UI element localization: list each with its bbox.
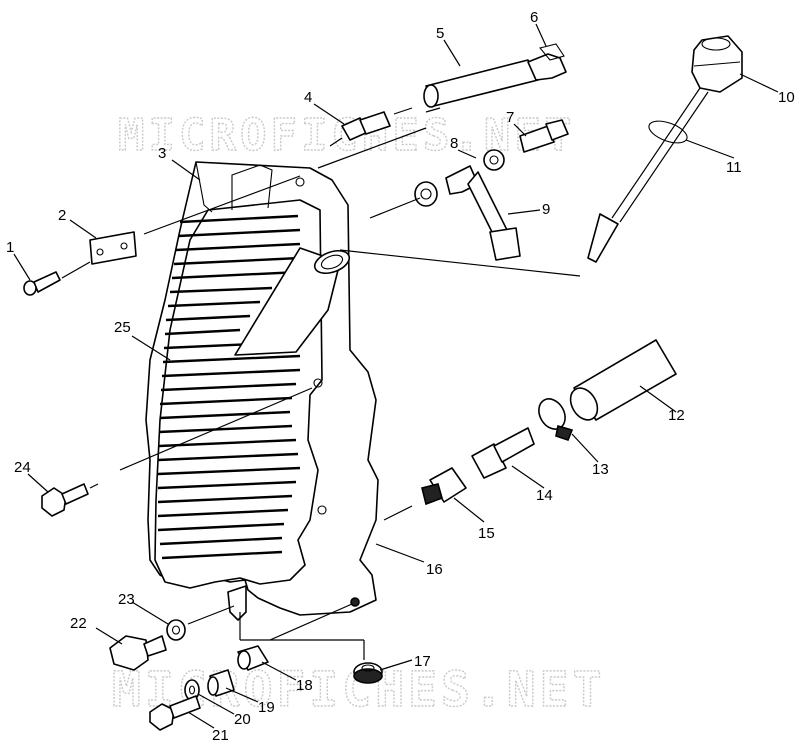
callout-4: 4: [304, 89, 312, 106]
callout-13: 13: [592, 461, 609, 478]
hose-5: [423, 59, 539, 108]
fitting-6: [527, 43, 567, 81]
fitting-4: [341, 107, 413, 141]
washer-23: [166, 619, 186, 641]
fitting-14: [471, 427, 535, 479]
callout-18: 18: [296, 677, 313, 694]
callout-6: 6: [530, 9, 538, 26]
callout-5: 5: [436, 25, 444, 42]
callout-2: 2: [58, 207, 66, 224]
callout-12: 12: [668, 407, 685, 424]
assembly-lines: [61, 107, 581, 660]
callout-21: 21: [212, 727, 229, 744]
callout-19: 19: [258, 699, 275, 716]
callout-3: 3: [158, 145, 166, 162]
callout-22: 22: [70, 615, 87, 632]
grommet-17: [353, 662, 383, 684]
clamp-13: [538, 398, 574, 441]
screw-1: [23, 271, 61, 296]
leader-lines: [13, 23, 779, 729]
dipstick: [587, 35, 743, 263]
callout-11: 11: [726, 159, 742, 176]
callout-17: 17: [414, 653, 431, 670]
bolt-22: [109, 635, 167, 671]
spacer-18: [237, 645, 269, 671]
bolt-21: [149, 695, 201, 731]
callout-8: 8: [450, 135, 458, 152]
callout-7: 7: [506, 109, 514, 126]
spacer-19: [207, 669, 235, 697]
callout-25: 25: [114, 319, 131, 336]
callout-16: 16: [426, 561, 443, 578]
callout-24: 24: [14, 459, 31, 476]
oil-tank: [145, 161, 379, 621]
callout-14: 14: [536, 487, 553, 504]
callout-10: 10: [778, 89, 795, 106]
callout-labels: 1 2 3 4 5 6 7 8 9 10 11 12 13 14 15 16 1…: [6, 9, 795, 744]
elbow-fitting-9: [414, 149, 521, 261]
bolt-24: [41, 483, 89, 517]
bracket-2: [89, 231, 137, 265]
callout-20: 20: [234, 711, 251, 728]
fitting-15: [421, 467, 467, 506]
callout-23: 23: [118, 591, 135, 608]
callout-1: 1: [6, 239, 14, 256]
callout-9: 9: [542, 201, 550, 218]
fitting-7: [519, 119, 569, 153]
tank-ribs: [157, 214, 301, 560]
hose-12: [569, 339, 677, 421]
callout-15: 15: [478, 525, 495, 542]
